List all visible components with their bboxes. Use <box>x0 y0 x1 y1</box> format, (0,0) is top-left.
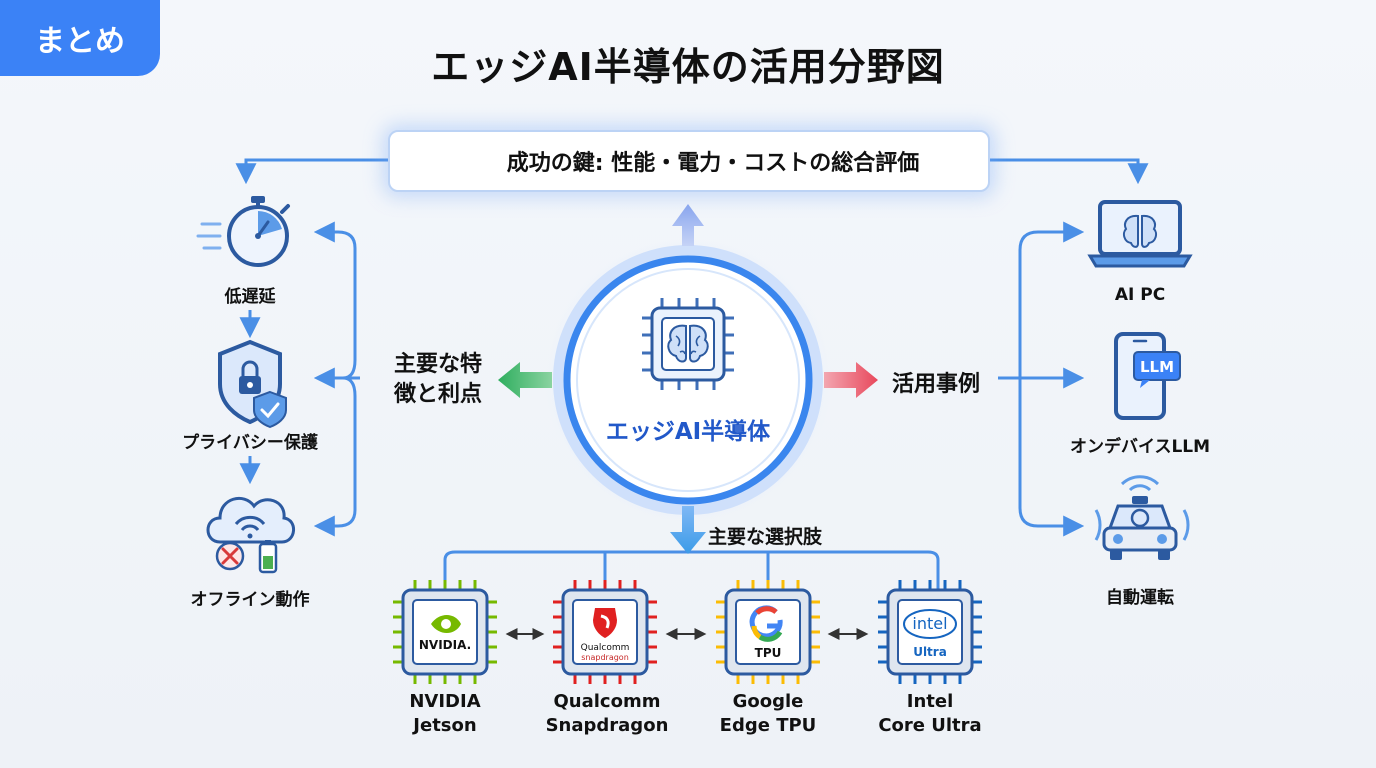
option-google-line1: Google <box>732 691 804 712</box>
key-success-box: 成功の鍵: 性能・電力・コストの総合評価 <box>388 130 990 192</box>
usecases-heading: 活用事例 <box>891 372 980 397</box>
usecase-label-autodrive: 自動運転 <box>1106 588 1174 608</box>
option-qualcomm-line1: Qualcomm <box>553 691 661 712</box>
smartphone-llm-icon: LLM <box>1114 332 1181 420</box>
option-google-line2: Edge TPU <box>719 715 817 736</box>
chip-intel-icon: intel Ultra <box>878 580 982 684</box>
option-nvidia-line1: NVIDIA <box>409 691 481 712</box>
feature-label-privacy: プライバシー保護 <box>182 433 318 453</box>
usecases-bracket <box>998 221 1085 537</box>
option-nvidia: NVIDIA Jetson <box>365 690 525 738</box>
chip-text-tpu: TPU <box>755 646 782 660</box>
key-connectors <box>235 158 1149 185</box>
chip-google-tpu-icon: TPU <box>716 580 820 684</box>
llm-screen-text: LLM <box>1140 358 1174 376</box>
page-title: エッジAI半導体の活用分野図 <box>431 45 945 89</box>
options-connector <box>443 550 940 590</box>
chip-text-ultra: Ultra <box>913 645 947 659</box>
features-heading: 主要な特 徴と利点 <box>376 350 500 410</box>
chip-text-nvidia: NVIDIA. <box>419 638 471 652</box>
laptop-brain-icon <box>1087 200 1193 268</box>
option-qualcomm: Qualcomm Snapdragon <box>527 690 687 738</box>
key-success-text: 成功の鍵: 性能・電力・コストの総合評価 <box>506 151 920 176</box>
option-intel-line2: Core Ultra <box>878 715 982 736</box>
options-heading: 主要な選択肢 <box>708 526 823 548</box>
option-nvidia-line2: Jetson <box>413 715 477 736</box>
hub-arrows <box>498 204 878 554</box>
option-intel-line1: Intel <box>906 691 954 712</box>
stopwatch-icon <box>196 196 290 267</box>
shield-lock-icon <box>218 339 287 429</box>
chip-text-snapdragon: snapdragon <box>581 653 629 662</box>
autonomous-car-icon <box>1094 475 1190 560</box>
usecase-label-llm: オンデバイスLLM <box>1069 437 1211 457</box>
option-google: Google Edge TPU <box>688 690 848 738</box>
usecase-label-aipc: AI PC <box>1114 285 1166 305</box>
center-label: エッジAI半導体 <box>605 419 771 445</box>
chip-text-intel: intel <box>912 614 947 633</box>
features-bracket <box>239 221 360 537</box>
cloud-offline-icon <box>206 496 295 574</box>
brain-chip-icon <box>642 298 734 390</box>
feature-label-offline: オフライン動作 <box>190 590 310 610</box>
summary-badge: まとめ <box>0 0 160 76</box>
option-qualcomm-line2: Snapdragon <box>545 715 669 736</box>
features-heading-line1: 主要な特 <box>393 352 482 377</box>
option-intel: Intel Core Ultra <box>850 690 1010 738</box>
feature-label-latency: 低遅延 <box>224 287 276 307</box>
chip-qualcomm-icon: Qualcomm snapdragon <box>553 580 657 684</box>
chip-text-qualcomm: Qualcomm <box>581 643 630 653</box>
features-heading-line2: 徴と利点 <box>393 382 482 407</box>
chip-nvidia-icon: NVIDIA. <box>393 580 497 684</box>
